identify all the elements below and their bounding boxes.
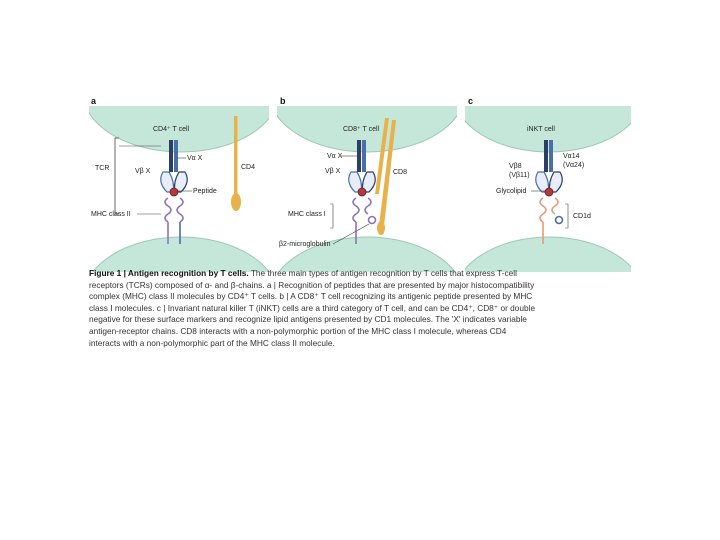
glycolipid-label: Glycolipid [496,188,526,195]
v-beta-label: Vβ X [135,168,151,175]
v-beta-label: Vβ8 [509,163,522,170]
panel-c: c iNKT cell Vα14 (Vα24) Vβ8 (Vβ11) Glyco… [453,94,631,272]
tcr-label: TCR [95,165,109,172]
cd1d-label: CD1d [573,213,591,220]
caption-lead: Figure 1 | Antigen recognition by T cell… [89,268,249,278]
caption-line-3: complex (MHC) class II molecules by CD4⁺… [89,291,641,303]
caption-line-2: receptors (TCRs) composed of α- and β-ch… [89,280,641,292]
cd8-t-cell-label: CD8⁺ T cell [343,126,380,133]
panel-a: a CD4⁺ T cell CD4 TCR V [89,94,279,272]
cd4-label: CD4 [241,164,255,171]
v-alpha-label: Vα X [327,153,343,160]
cd1d-bracket [565,204,568,228]
peptide-dot [170,188,178,196]
caption-line-4: class I molecules. c | Invariant natural… [89,303,641,315]
panel-b: b CD8⁺ T cell CD8 Vα X Vβ X MHC class I [269,94,465,272]
mhc-bracket [330,204,333,228]
peptide-dot [358,188,366,196]
t-cell-membrane [89,94,279,152]
apc-membrane [453,237,631,272]
caption-text: The three main types of antigen recognit… [251,268,517,278]
glycolipid-dot [545,188,553,196]
cd8-label: CD8 [393,169,407,176]
v-alpha-label: Vα14 [563,153,580,160]
t-cell-membrane [453,94,631,152]
cd4-t-cell-label: CD4⁺ T cell [153,126,190,133]
v-beta-label: Vβ X [325,168,341,175]
peptide-label: Peptide [193,188,217,195]
tcr-bracket [115,138,119,214]
t-cell-membrane [269,94,465,152]
b2m-label: β2-microglobulin [279,241,331,248]
figure-caption: Figure 1 | Antigen recognition by T cell… [89,268,641,349]
caption-line-7: interacts with a non-polymorphic part of… [89,338,641,350]
panel-c-letter: c [468,96,473,106]
caption-line-6: antigen-receptor chains. CD8 interacts w… [89,326,641,338]
caption-line-1: Figure 1 | Antigen recognition by T cell… [89,268,641,280]
panel-a-letter: a [91,96,97,106]
mhc-class-ii-label: MHC class II [91,211,131,218]
mhc-class-i-label: MHC class I [288,211,326,218]
panel-b-letter: b [280,96,286,106]
figure-panels: a CD4⁺ T cell CD4 TCR V [89,94,631,272]
v-beta-human-label: (Vβ11) [509,172,530,179]
v-alpha-human-label: (Vα24) [563,162,584,169]
v-alpha-label: Vα X [187,155,203,162]
apc-membrane [89,237,279,272]
caption-line-5: negative for these surface markers and r… [89,314,641,326]
inkt-cell-label: iNKT cell [527,126,555,133]
